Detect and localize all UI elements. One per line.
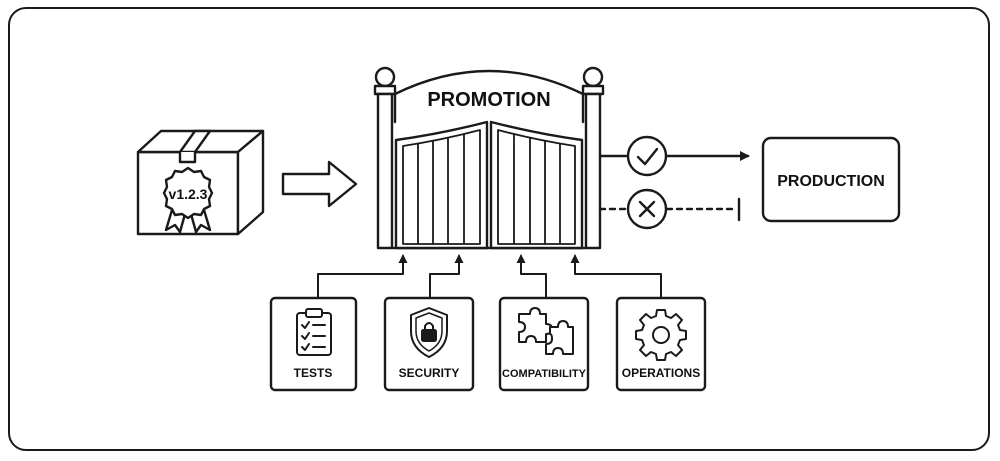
version-badge-icon bbox=[162, 166, 214, 234]
shield-lock-icon bbox=[410, 307, 448, 358]
puzzle-icon bbox=[518, 307, 574, 355]
hollow-arrow-icon bbox=[281, 160, 358, 208]
security-label: SECURITY bbox=[399, 366, 460, 380]
x-circle-icon bbox=[626, 188, 668, 230]
production-label: PRODUCTION bbox=[777, 173, 885, 190]
operations-label: OPERATIONS bbox=[622, 366, 700, 380]
clipboard-checklist-icon bbox=[296, 308, 332, 356]
production-box bbox=[761, 136, 901, 223]
check-circle-icon bbox=[626, 135, 668, 177]
check-connectors bbox=[317, 254, 662, 299]
gate-title: PROMOTION bbox=[427, 89, 550, 111]
tests-label: TESTS bbox=[294, 366, 333, 380]
compatibility-label: COMPATIBILITY bbox=[502, 368, 587, 380]
gear-icon bbox=[635, 309, 687, 361]
artifact-version-label: v1.2.3 bbox=[169, 186, 208, 202]
gate-structure bbox=[373, 66, 605, 250]
